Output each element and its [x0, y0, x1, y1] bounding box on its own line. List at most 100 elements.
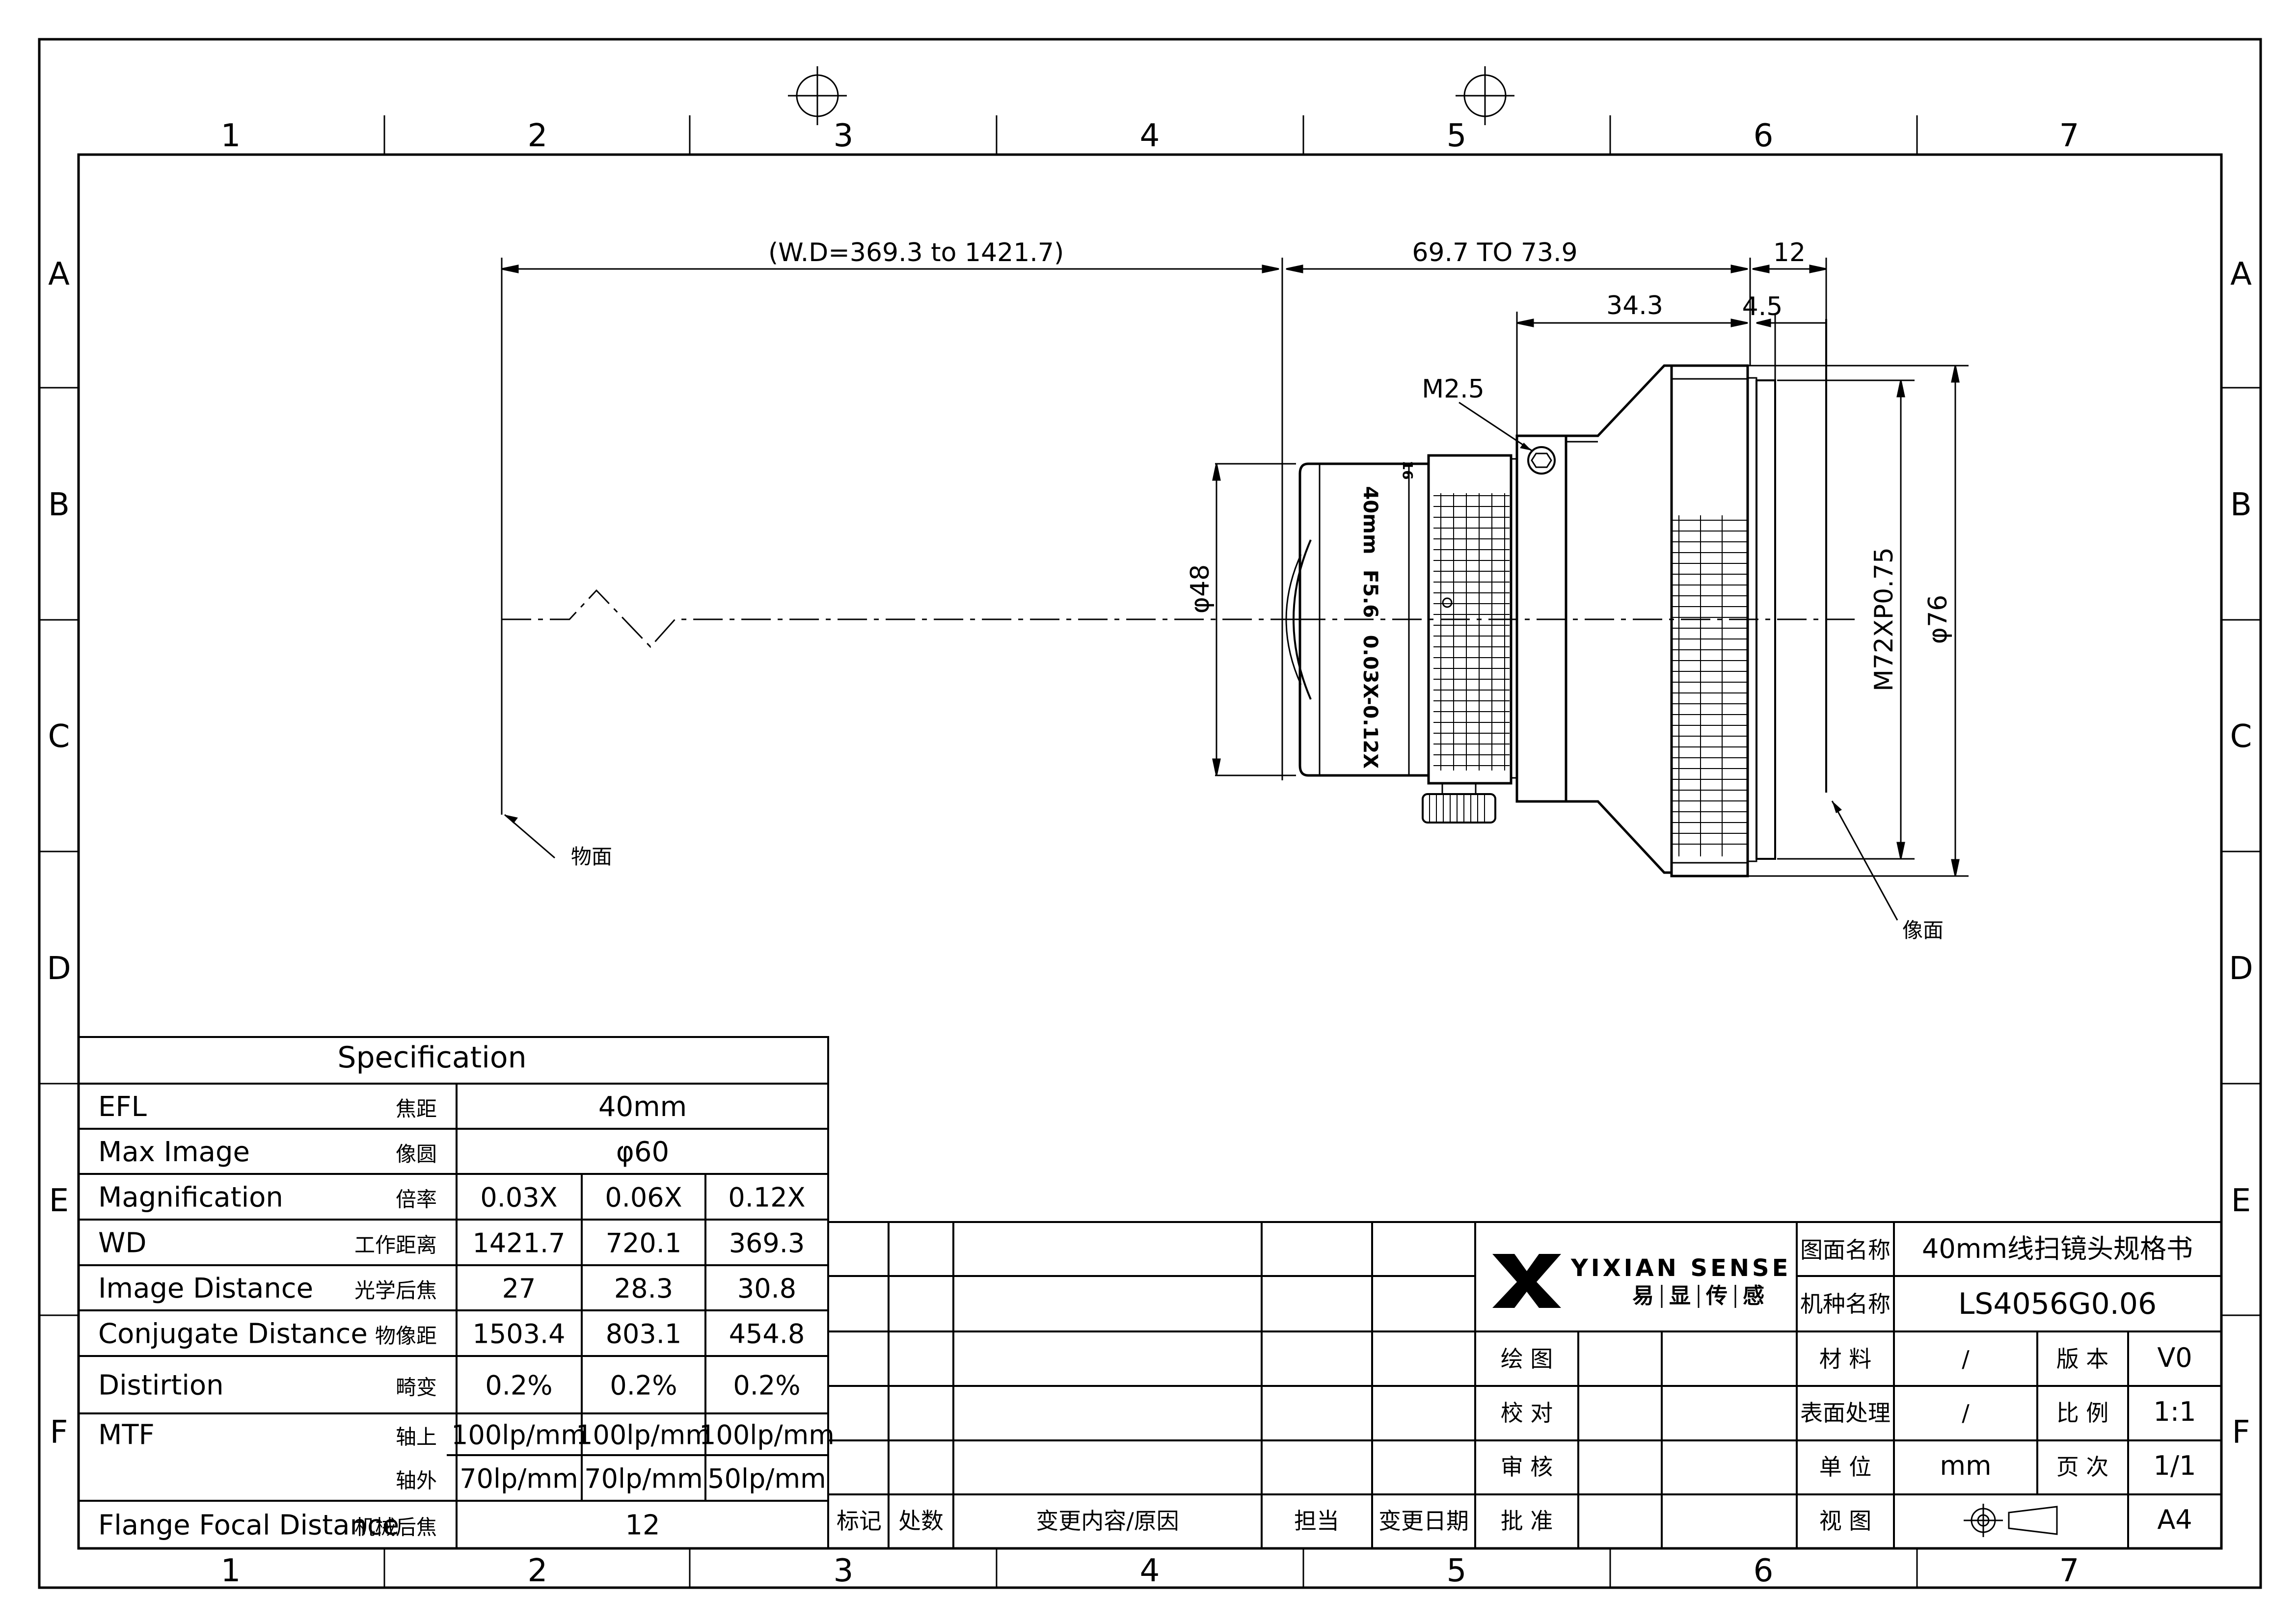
dimension-lines — [501, 258, 1969, 877]
unit-label: 单 位 — [1819, 1454, 1872, 1480]
centering-mark-right — [1456, 66, 1514, 125]
spec-value: 0.2% — [733, 1370, 800, 1401]
zone-number: 6 — [1754, 1553, 1774, 1589]
zone-number: 4 — [1140, 118, 1160, 154]
spec-value: 369.3 — [729, 1228, 805, 1259]
spec-label-en: Magnification — [98, 1182, 283, 1214]
zone-letter: A — [48, 256, 70, 292]
zone-letter: F — [50, 1414, 68, 1451]
zone-letter: E — [2231, 1183, 2251, 1219]
taper-upper — [1566, 364, 1672, 437]
zone-letter: B — [2230, 487, 2252, 523]
spec-value: 40mm — [598, 1091, 687, 1123]
length-4-5-text: 4.5 — [1742, 292, 1783, 321]
version-label: 版 本 — [2056, 1346, 2109, 1372]
page-label: 页 次 — [2056, 1454, 2109, 1480]
spec-label-cn: 机械后焦 — [354, 1516, 437, 1540]
dia-48-text: φ48 — [1186, 564, 1215, 613]
spec-label-cn: 轴上 — [396, 1425, 437, 1449]
company-cn-char: 易 — [1632, 1283, 1654, 1308]
drawing-name: 40mm线扫镜头规格书 — [1922, 1233, 2193, 1264]
rev-header: 标记 — [837, 1508, 882, 1534]
spec-label-en: MTF — [98, 1419, 155, 1451]
rev-header: 处数 — [898, 1508, 944, 1534]
spec-value: 100lp/mm — [576, 1420, 711, 1451]
spec-value: 0.12X — [728, 1182, 805, 1213]
page-value: 1/1 — [2154, 1450, 2196, 1481]
spec-value: 0.06X — [605, 1182, 682, 1213]
title-block: YIXIAN SENSE 易 显 传 感 绘 图 校 对 审 核 批 准 图面名… — [1474, 1221, 2222, 1549]
paper-size: A4 — [2157, 1504, 2192, 1535]
spec-value: 100lp/mm — [451, 1420, 587, 1451]
length-34-text: 34.3 — [1606, 291, 1663, 320]
zone-number: 4 — [1140, 1553, 1160, 1589]
drawing-name-label: 图面名称 — [1800, 1237, 1891, 1263]
zone-number: 7 — [2059, 1553, 2080, 1589]
company-cn-char: 显 — [1669, 1283, 1691, 1308]
surface-value: / — [1962, 1400, 1970, 1426]
spec-value: 720.1 — [606, 1228, 682, 1259]
zone-number: 2 — [528, 118, 548, 154]
spec-label-cn: 光学后焦 — [354, 1278, 437, 1303]
company-cn-char: 感 — [1743, 1283, 1764, 1308]
ring-mark: 16 — [1400, 461, 1416, 480]
revision-table: 标记 处数 变更内容/原因 担当 变更日期 — [828, 1221, 1475, 1548]
zone-number: 1 — [221, 118, 241, 154]
zone-number: 5 — [1447, 118, 1467, 154]
spec-label-en: Distirtion — [98, 1370, 224, 1402]
signoff-label: 审 核 — [1501, 1454, 1553, 1480]
spec-value: 0.2% — [610, 1370, 677, 1401]
zone-number: 7 — [2059, 118, 2080, 154]
zone-numbers-top: 1 2 3 4 5 6 7 — [221, 118, 2080, 154]
spec-value: 454.8 — [729, 1319, 805, 1350]
spec-label-en: Flange Focal Distance — [98, 1510, 399, 1542]
spec-value: 0.03X — [480, 1182, 557, 1213]
spec-value: 0.2% — [485, 1370, 552, 1401]
spec-value: 100lp/mm — [699, 1420, 835, 1451]
zone-letter: C — [2230, 718, 2252, 755]
spec-value: 70lp/mm — [584, 1463, 702, 1494]
zone-number: 6 — [1754, 118, 1774, 154]
front-barrel — [1298, 462, 1430, 777]
spec-value: 28.3 — [614, 1273, 673, 1304]
rear-barrel — [1670, 364, 1749, 877]
zone-letters-left: A B C D E F — [47, 256, 71, 1451]
image-plane-label: 像面 — [1902, 918, 1944, 942]
spec-label-en: EFL — [98, 1091, 147, 1123]
spec-value: 1421.7 — [473, 1228, 566, 1259]
projection-symbol-icon — [1964, 1504, 2058, 1537]
signoff-label: 校 对 — [1501, 1400, 1553, 1426]
object-plane-label: 物面 — [571, 845, 612, 869]
drawing-frame — [38, 38, 2262, 1589]
rev-header: 变更日期 — [1378, 1508, 1469, 1534]
zone-letter: A — [2230, 256, 2252, 292]
spec-value: 803.1 — [606, 1319, 682, 1350]
taper-lower — [1566, 800, 1672, 874]
spec-value: 1503.4 — [473, 1319, 566, 1350]
thread-text: M72XP0.75 — [1869, 547, 1899, 691]
spec-label-cn: 焦距 — [396, 1097, 437, 1121]
centering-mark-left — [788, 66, 847, 125]
zone-letter: C — [48, 718, 70, 755]
spec-label-cn: 像圆 — [396, 1142, 437, 1166]
spec-title: Specification — [337, 1040, 526, 1075]
m2-5-screw — [1527, 446, 1556, 475]
material-value: / — [1962, 1346, 1970, 1372]
signoff-label: 绘 图 — [1501, 1346, 1553, 1372]
zone-number: 3 — [834, 1553, 854, 1589]
spec-value: 30.8 — [737, 1273, 796, 1304]
company-name: YIXIAN SENSE — [1570, 1254, 1791, 1282]
length-12-text: 12 — [1773, 238, 1806, 267]
mount-thread — [1756, 379, 1776, 860]
zone-letter: D — [2229, 951, 2253, 987]
spec-value: 12 — [625, 1510, 660, 1542]
spec-label-cn: 倍率 — [396, 1188, 437, 1212]
model-number: LS4056G0.06 — [1958, 1287, 2157, 1321]
spec-label-cn: 物像距 — [375, 1324, 437, 1348]
lens-marking: 40mm F5.6 0.03X-0.12X 16 — [1359, 461, 1416, 769]
lens-aperture-mark: F5.6 — [1359, 570, 1381, 618]
spec-label-cn: 畸变 — [396, 1376, 437, 1400]
wd-range-text: (W.D=369.3 to 1421.7) — [768, 238, 1064, 267]
